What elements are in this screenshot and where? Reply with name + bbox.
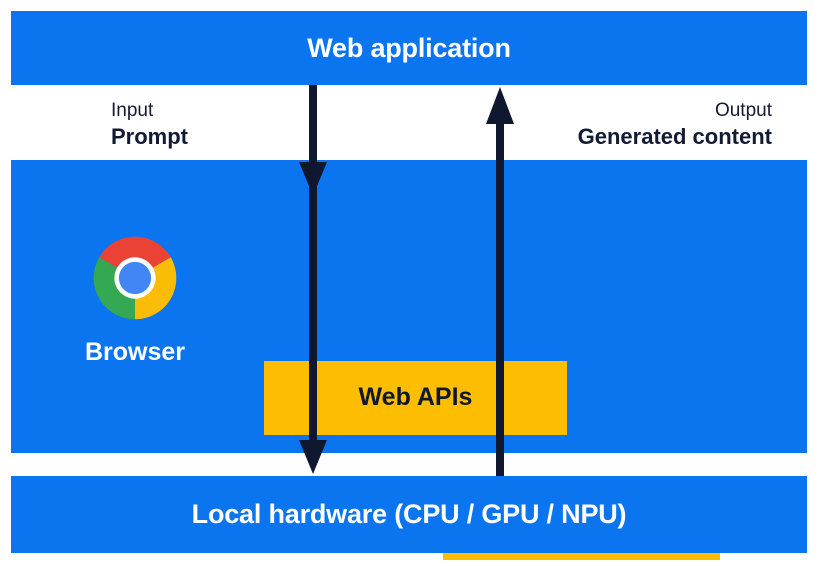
annotation-input: Input Prompt bbox=[111, 99, 188, 151]
chrome-logo-icon bbox=[93, 236, 177, 320]
layer-local-hardware-label: Local hardware (CPU / GPU / NPU) bbox=[191, 499, 627, 529]
arrow-down-head-mid-icon bbox=[299, 162, 327, 196]
arrow-up-head-icon bbox=[486, 87, 514, 124]
layer-local-hardware: Local hardware (CPU / GPU / NPU) bbox=[11, 476, 807, 553]
annotation-output-kind: Output bbox=[714, 100, 772, 121]
arrow-down-head-end-icon bbox=[299, 440, 327, 474]
annotation-input-kind: Input bbox=[111, 100, 154, 121]
layer-browser: Browser Web APIs Built-in models and run… bbox=[11, 160, 807, 560]
box-web-apis-label: Web APIs bbox=[358, 383, 473, 412]
layer-browser-label: Browser bbox=[84, 338, 186, 366]
layer-web-application: Web application bbox=[11, 11, 807, 85]
annotation-input-value: Prompt bbox=[111, 124, 188, 150]
layer-web-application-label: Web application bbox=[307, 32, 511, 63]
browser-identity-group: Browser bbox=[55, 232, 215, 367]
annotation-output: Output Generated content bbox=[578, 99, 772, 151]
arrow-up-icon bbox=[496, 122, 504, 476]
annotation-output-value: Generated content bbox=[577, 124, 772, 150]
arrow-down-icon bbox=[309, 85, 317, 441]
